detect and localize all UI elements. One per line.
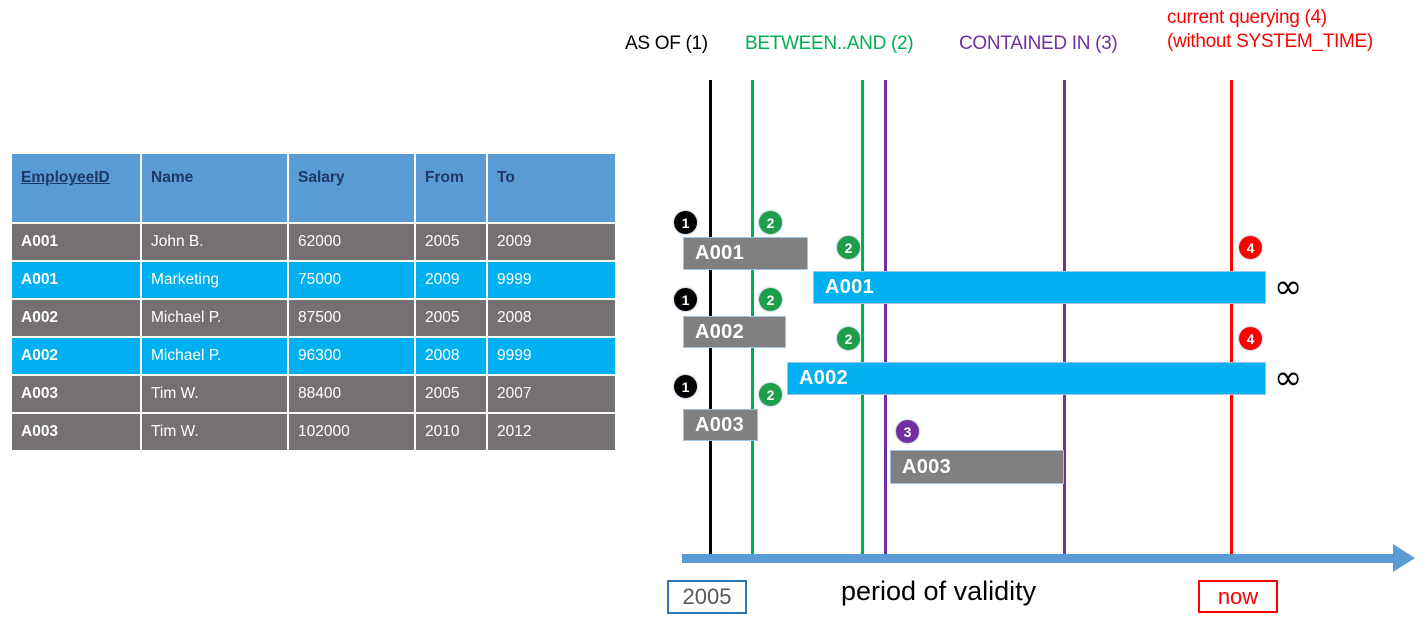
- cell-name: John B.: [142, 224, 287, 260]
- cell-employeeid: A003: [12, 376, 140, 412]
- table-row: A003 Tim W. 102000 2010 2012: [12, 414, 615, 450]
- timeline-axis: [682, 554, 1396, 563]
- badge-2-a002-start: 2: [759, 288, 782, 311]
- bar-a002-current: A002: [787, 362, 1266, 395]
- cell-salary: 75000: [289, 262, 414, 298]
- cell-to: 2012: [488, 414, 615, 450]
- cell-name: Marketing: [142, 262, 287, 298]
- cell-to: 2007: [488, 376, 615, 412]
- cell-employeeid: A001: [12, 262, 140, 298]
- column-header-employeeid: EmployeeID: [12, 154, 140, 222]
- legend-without-system-time: (without SYSTEM_TIME): [1167, 31, 1373, 52]
- employee-history-table: EmployeeID Name Salary From To A001 John…: [10, 152, 617, 452]
- column-header-to: To: [488, 154, 615, 222]
- cell-name: Michael P.: [142, 338, 287, 374]
- contained-end-line: [1063, 80, 1066, 562]
- infinity-icon-a002: ∞: [1274, 358, 1303, 398]
- badge-2-a001-current: 2: [837, 236, 860, 259]
- axis-caption: period of validity: [841, 576, 1037, 606]
- contained-start-line: [884, 80, 887, 562]
- table-row: A002 Michael P. 87500 2005 2008: [12, 300, 615, 336]
- cell-to: 2008: [488, 300, 615, 336]
- cell-from: 2010: [416, 414, 486, 450]
- legend-current-querying: current querying (4): [1167, 7, 1327, 28]
- column-header-salary: Salary: [289, 154, 414, 222]
- table-header-row: EmployeeID Name Salary From To: [12, 154, 615, 222]
- cell-salary: 62000: [289, 224, 414, 260]
- cell-name: Tim W.: [142, 376, 287, 412]
- cell-to: 2009: [488, 224, 615, 260]
- cell-salary: 96300: [289, 338, 414, 374]
- timeline-arrow-icon: [1393, 544, 1415, 572]
- infinity-icon-a001: ∞: [1274, 267, 1303, 307]
- badge-1-a002: 1: [674, 288, 697, 311]
- table-row: A002 Michael P. 96300 2008 9999: [12, 338, 615, 374]
- cell-name: Michael P.: [142, 300, 287, 336]
- cell-from: 2005: [416, 224, 486, 260]
- badge-2-a003: 2: [759, 383, 782, 406]
- cell-employeeid: A003: [12, 414, 140, 450]
- bar-a003-contained: A003: [890, 450, 1064, 484]
- cell-from: 2009: [416, 262, 486, 298]
- cell-to: 9999: [488, 262, 615, 298]
- cell-salary: 88400: [289, 376, 414, 412]
- table-row: A003 Tim W. 88400 2005 2007: [12, 376, 615, 412]
- cell-from: 2005: [416, 376, 486, 412]
- cell-from: 2008: [416, 338, 486, 374]
- cell-employeeid: A002: [12, 338, 140, 374]
- bar-a001-current: A001: [813, 271, 1266, 304]
- legend-contained-in: CONTAINED IN (3): [959, 33, 1118, 54]
- cell-salary: 87500: [289, 300, 414, 336]
- legend-between-and: BETWEEN..AND (2): [745, 33, 914, 54]
- bar-a001-historical: A001: [683, 237, 808, 270]
- between-end-line: [861, 80, 864, 562]
- table-row: A001 John B. 62000 2005 2009: [12, 224, 615, 260]
- badge-2-a001-start: 2: [759, 211, 782, 234]
- now-tag: now: [1198, 580, 1278, 613]
- now-line: [1230, 80, 1233, 562]
- column-header-from: From: [416, 154, 486, 222]
- bar-a003-historical: A003: [683, 409, 758, 441]
- badge-1-a001: 1: [674, 211, 697, 234]
- badge-1-a003: 1: [674, 375, 697, 398]
- table-row: A001 Marketing 75000 2009 9999: [12, 262, 615, 298]
- badge-3-a003-contained: 3: [896, 420, 919, 443]
- cell-salary: 102000: [289, 414, 414, 450]
- badge-4-a002: 4: [1239, 327, 1262, 350]
- legend-as-of: AS OF (1): [625, 33, 708, 54]
- cell-to: 9999: [488, 338, 615, 374]
- start-year-tag: 2005: [667, 580, 747, 614]
- badge-2-a002-current: 2: [837, 327, 860, 350]
- cell-name: Tim W.: [142, 414, 287, 450]
- column-header-name: Name: [142, 154, 287, 222]
- cell-employeeid: A002: [12, 300, 140, 336]
- cell-from: 2005: [416, 300, 486, 336]
- badge-4-a001: 4: [1239, 236, 1262, 259]
- cell-employeeid: A001: [12, 224, 140, 260]
- bar-a002-historical: A002: [683, 316, 786, 348]
